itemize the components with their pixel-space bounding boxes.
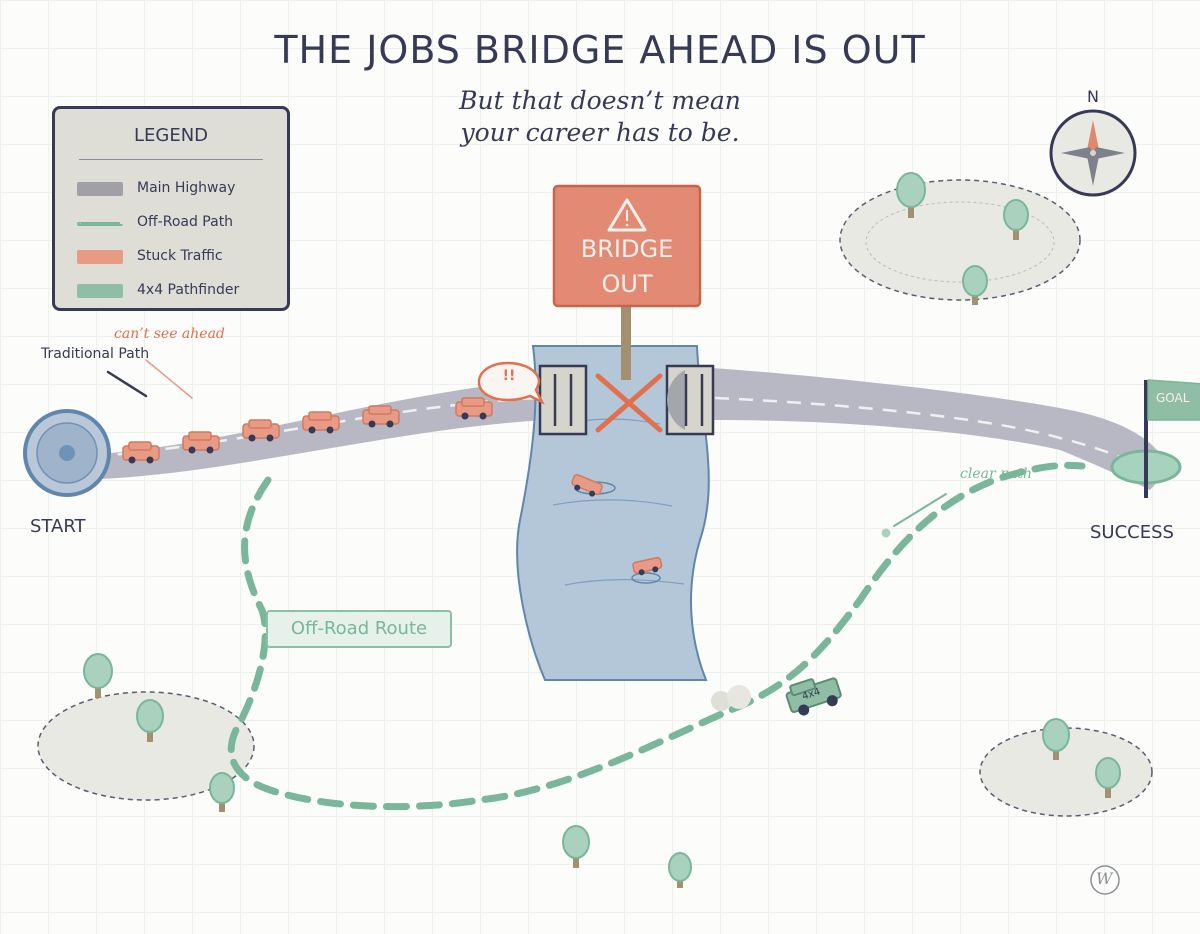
river-ripple-3: [564, 579, 685, 586]
stuck-traffic: [122, 397, 493, 464]
goal-flag-icon: [1147, 379, 1200, 421]
stuck-car: [122, 441, 160, 464]
jeep-4x4: [785, 677, 842, 716]
off-road-path: [227, 461, 1086, 811]
tree-icon: [1003, 199, 1029, 240]
sign-line-2: OUT: [601, 270, 653, 298]
sign-post: [621, 306, 631, 380]
legend-item-off-road-path: Off-Road Path: [77, 213, 277, 235]
tree-icon: [1042, 718, 1070, 760]
tree-icon: [896, 172, 926, 218]
sinking-car: [632, 556, 663, 576]
page-title: THE JOBS BRIDGE AHEAD IS OUT: [274, 28, 926, 72]
signature-mark: W: [1096, 869, 1113, 888]
legend-item-4x4-pathfinder: 4x4 Pathfinder: [77, 281, 277, 303]
clear-path-label: clear path: [960, 466, 1033, 482]
salmon-swatch-icon: [77, 250, 123, 264]
stuck-car: [242, 419, 280, 442]
start-marker: [23, 409, 111, 497]
traditional-path-label: Traditional Path: [41, 346, 150, 362]
warning-triangle-icon: [607, 198, 647, 232]
stuck-car: [302, 411, 340, 434]
gray-road-swatch-icon: [77, 182, 123, 196]
tree-icon: [136, 699, 164, 742]
clear-path-pointer: [893, 493, 947, 527]
legend-item-label: 4x4 Pathfinder: [137, 282, 240, 298]
bridge-out-sign: [552, 184, 702, 308]
compass-north-label: N: [1087, 87, 1099, 106]
tree-icon: [962, 265, 988, 305]
tree-icon: [1095, 757, 1121, 798]
tree-icon: [209, 772, 235, 812]
land-patch-top-right-inner: [865, 201, 1055, 283]
highway-road-right: [712, 368, 1168, 490]
tree-icon: [83, 653, 113, 698]
cant-see-ahead-pointer: [145, 359, 193, 399]
success-marker: [1110, 379, 1200, 498]
sign-line-1: BRIDGE: [580, 235, 674, 263]
subtitle-line-1: But that doesn’t mean: [459, 86, 741, 115]
goal-flag-label: GOAL: [1156, 391, 1190, 405]
dust-cloud: [711, 685, 751, 711]
stuck-car: [455, 397, 493, 420]
cant-see-ahead-label: can’t see ahead: [114, 326, 225, 342]
alert-speech-bubble: [477, 361, 545, 405]
sinking-cars: [571, 474, 663, 584]
off-road-route-label: Off-Road Route: [266, 610, 452, 648]
sinking-car: [571, 474, 603, 497]
tree-icon: [562, 825, 590, 868]
legend-item-main-highway: Main Highway: [77, 179, 277, 201]
success-label: SUCCESS: [1090, 522, 1174, 543]
bridge-stub-left: [538, 364, 588, 436]
green-dashed-line-icon: [77, 222, 123, 226]
subtitle-line-2: your career has to be.: [460, 118, 740, 147]
legend-item-label: Off-Road Path: [137, 214, 234, 230]
alert-exclamation: !!: [502, 368, 516, 384]
signature-ring: [1090, 865, 1120, 895]
bridge-x-mark-2: [595, 373, 663, 433]
land-patch-bottom-left: [37, 691, 255, 801]
tree-icon: [668, 852, 692, 888]
legend-divider: [79, 159, 263, 160]
highway-center-dash-right: [714, 396, 1146, 470]
traditional-path-pointer: [106, 370, 148, 398]
stuck-car: [182, 431, 220, 454]
trees: [83, 172, 1121, 888]
legend-title: LEGEND: [133, 125, 209, 146]
legend-item-stuck-traffic: Stuck Traffic: [77, 247, 277, 269]
legend-item-label: Main Highway: [137, 180, 236, 196]
compass-icon: [1049, 109, 1137, 197]
green-swatch-icon: [77, 284, 123, 298]
broken-bridge: [538, 364, 715, 436]
stuck-car: [362, 405, 400, 428]
start-label: START: [30, 516, 86, 537]
legend-item-label: Stuck Traffic: [137, 248, 223, 264]
river-ripple-2: [552, 499, 673, 507]
legend: LEGEND Main Highway Off-Road Path Stuck …: [52, 106, 290, 311]
